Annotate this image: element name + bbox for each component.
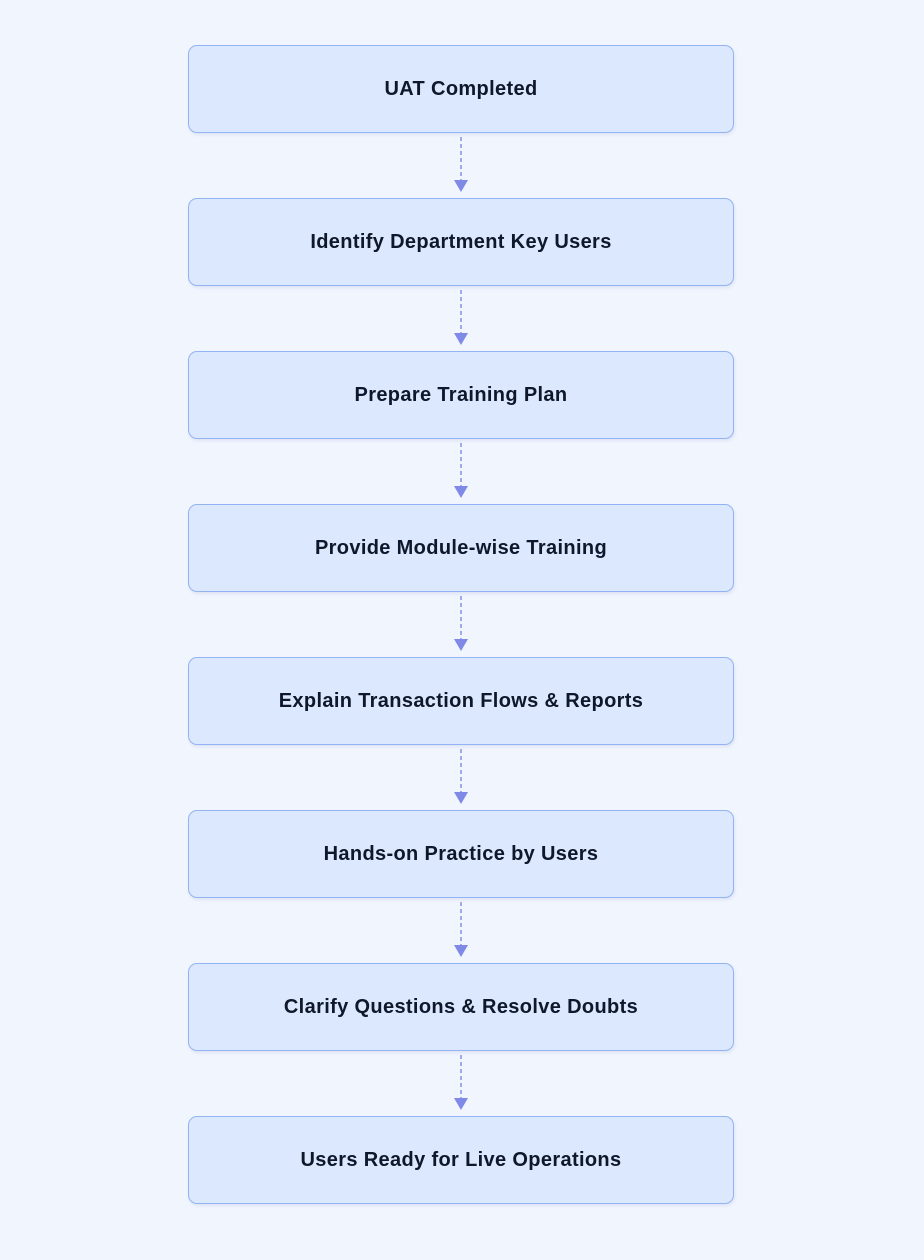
step-label: Provide Module-wise Training [314, 536, 608, 559]
dashed-arrow-down-icon [454, 596, 468, 651]
step-clarify-questions: Clarify Questions & Resolve Doubts [188, 963, 734, 1051]
dashed-arrow-down-icon [454, 290, 468, 345]
step-label: Explain Transaction Flows & Reports [278, 689, 644, 712]
step-users-ready: Users Ready for Live Operations [188, 1116, 734, 1204]
step-prepare-training-plan: Prepare Training Plan [188, 351, 734, 439]
step-module-wise-training: Provide Module-wise Training [188, 504, 734, 592]
step-hands-on-practice: Hands-on Practice by Users [188, 810, 734, 898]
step-explain-flows-reports: Explain Transaction Flows & Reports [188, 657, 734, 745]
step-label: Identify Department Key Users [310, 230, 612, 253]
dashed-arrow-down-icon [454, 137, 468, 192]
dashed-arrow-down-icon [454, 1055, 468, 1110]
step-label: UAT Completed [384, 77, 538, 100]
step-identify-key-users: Identify Department Key Users [188, 198, 734, 286]
dashed-arrow-down-icon [454, 902, 468, 957]
step-label: Clarify Questions & Resolve Doubts [283, 995, 639, 1018]
dashed-arrow-down-icon [454, 749, 468, 804]
dashed-arrow-down-icon [454, 443, 468, 498]
step-label: Prepare Training Plan [354, 383, 568, 406]
step-label: Hands-on Practice by Users [323, 842, 599, 865]
step-label: Users Ready for Live Operations [300, 1148, 622, 1171]
step-uat-completed: UAT Completed [188, 45, 734, 133]
